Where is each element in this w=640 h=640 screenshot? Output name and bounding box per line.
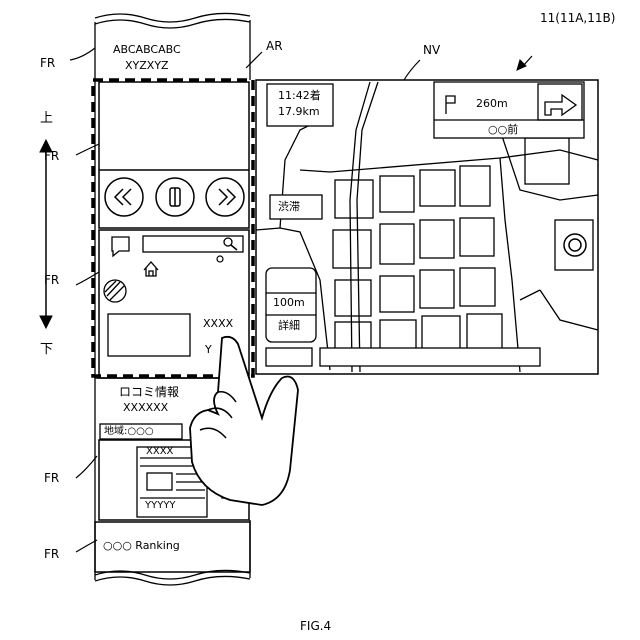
ref-fr-4: FR <box>44 472 59 484</box>
leader-nv <box>404 60 420 80</box>
arrow-down-label: 下 <box>40 343 53 356</box>
strip-top-text-2: XYZXYZ <box>125 60 169 71</box>
review-subtitle: XXXXXX <box>123 402 168 413</box>
leader-fr5 <box>76 540 97 552</box>
fast-forward-icon <box>219 189 235 205</box>
small-dot-icon <box>217 256 223 262</box>
search-icon <box>224 238 232 246</box>
no-image-icon <box>104 280 126 302</box>
ref-fr-2: FR <box>44 150 59 162</box>
location-ring-icon <box>564 234 586 256</box>
leader-fr1 <box>70 48 95 60</box>
home-icon <box>144 262 158 276</box>
turn-distance: 260m <box>476 98 508 109</box>
strip-bottom-wavy-edge-2 <box>95 576 250 585</box>
figure-caption: FIG.4 <box>300 620 331 632</box>
ref-device: 11(11A,11B) <box>540 12 615 24</box>
review-title: ロコミ情報 <box>119 386 179 398</box>
fast-forward-button <box>206 178 244 216</box>
map-blocks <box>333 138 593 350</box>
scale-label: 100m <box>273 297 305 308</box>
arrow-up-label: 上 <box>40 112 53 125</box>
eta-time: 11:42着 <box>278 90 321 101</box>
detail-button[interactable]: 詳細 <box>278 320 300 331</box>
strip-top-text-1: ABCABCABC <box>113 44 181 55</box>
leader-ar <box>246 52 262 68</box>
list-header-text: XXXX <box>146 447 173 457</box>
card-text-xxxx: XXXX <box>203 318 233 329</box>
traffic-label[interactable]: 渋滞 <box>278 201 300 212</box>
eta-distance: 17.9km <box>278 106 320 117</box>
image-placeholder <box>108 314 190 356</box>
ref-fr-5: FR <box>44 548 59 560</box>
rewind-icon <box>115 189 131 205</box>
leader-fr4 <box>76 456 97 478</box>
ranking-text[interactable]: ○○○ Ranking <box>103 540 180 551</box>
strip-top-wavy-edge <box>95 13 250 22</box>
nav-small-button <box>266 348 312 366</box>
turn-label: ○○前 <box>488 124 518 135</box>
card-text-y: Y <box>205 344 212 355</box>
ref-fr-3: FR <box>44 274 59 286</box>
list-thumbnail <box>147 473 172 490</box>
ref-fr-1: FR <box>40 57 55 69</box>
ref-ar: AR <box>266 40 283 52</box>
strip-top-wavy-edge-2 <box>95 19 250 28</box>
chat-bubble-icon <box>112 237 129 256</box>
region-field-text[interactable]: 地域:○○○ <box>104 427 154 437</box>
nav-bottom-bar <box>320 348 540 366</box>
list-footer-text: YYYYY <box>145 501 176 511</box>
ref-nv: NV <box>423 44 440 56</box>
